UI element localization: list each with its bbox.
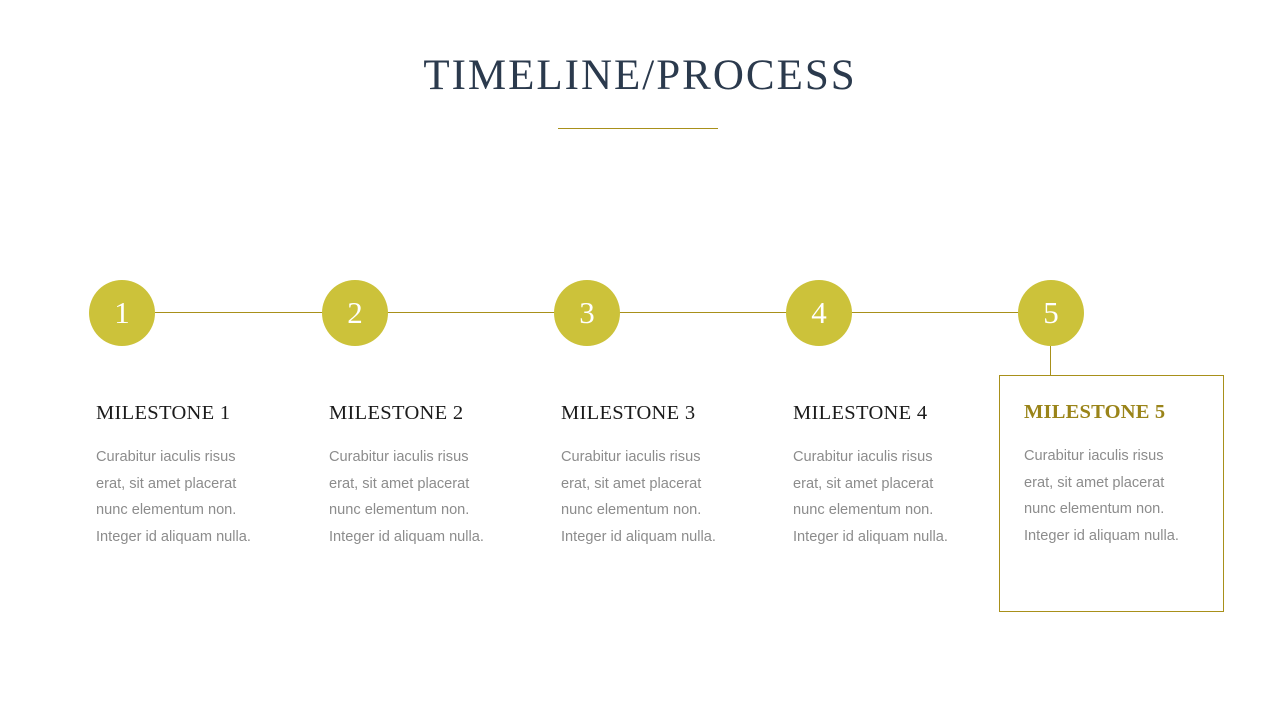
milestone-body-line: Integer id aliquam nulla. [329,529,484,546]
milestone-body-line: Curabitur iaculis risus [1024,448,1164,464]
milestone-body-line: erat, sit amet placerat [561,475,702,492]
milestone-title-1: MILESTONE 1 [96,402,231,424]
milestone-body-line: erat, sit amet placerat [329,475,470,492]
timeline-node-3[interactable]: 3 [554,280,620,346]
milestone-body-2: Curabitur iaculis risus erat, sit amet p… [329,444,544,551]
milestone-column-3[interactable]: MILESTONE 3 Curabitur iaculis risus erat… [561,400,776,551]
milestone-body-line: Integer id aliquam nulla. [1024,528,1179,545]
milestone-body-line: Integer id aliquam nulla. [793,529,948,546]
timeline-node-5[interactable]: 5 [1018,280,1084,346]
milestone-body-line: erat, sit amet placerat [1024,474,1165,491]
milestone-column-5[interactable]: MILESTONE 5 Curabitur iaculis risus erat… [1024,399,1214,550]
milestone-title-4: MILESTONE 4 [793,402,928,424]
milestone-body-line: Integer id aliquam nulla. [561,529,716,546]
title-divider [558,128,718,129]
milestone-body-line: Integer id aliquam nulla. [96,529,251,546]
milestone-title-2: MILESTONE 2 [329,402,464,424]
page-title: TIMELINE/PROCESS [423,52,857,99]
milestone-body-line: erat, sit amet placerat [96,475,237,492]
milestone-column-4[interactable]: MILESTONE 4 Curabitur iaculis risus erat… [793,400,1008,551]
milestone-body-1: Curabitur iaculis risus erat, sit amet p… [96,444,311,551]
title-block: TIMELINE/PROCESS [0,48,1280,104]
milestone-column-1[interactable]: MILESTONE 1 Curabitur iaculis risus erat… [96,400,311,551]
milestone-body-3: Curabitur iaculis risus erat, sit amet p… [561,444,776,551]
milestone-5-highlight-box[interactable] [999,375,1224,612]
milestone-body-line: Curabitur iaculis risus [793,449,933,465]
milestone-body-line: Curabitur iaculis risus [96,449,236,465]
milestone-title-3: MILESTONE 3 [561,402,696,424]
milestone-body-line: nunc elementum non. [793,502,934,519]
milestone-body-line: nunc elementum non. [561,502,702,519]
milestone-title-5: MILESTONE 5 [1024,401,1166,423]
timeline-node-2[interactable]: 2 [322,280,388,346]
node-5-connector-line [1050,346,1051,376]
milestone-body-line: Curabitur iaculis risus [329,449,469,465]
timeline-node-4[interactable]: 4 [786,280,852,346]
milestone-body-line: nunc elementum non. [329,502,470,519]
milestone-body-line: nunc elementum non. [1024,501,1165,518]
milestone-body-4: Curabitur iaculis risus erat, sit amet p… [793,444,1008,551]
milestone-body-5: Curabitur iaculis risus erat, sit amet p… [1024,443,1214,550]
milestone-body-line: nunc elementum non. [96,502,237,519]
milestone-body-line: Curabitur iaculis risus [561,449,701,465]
timeline-node-1[interactable]: 1 [89,280,155,346]
milestone-column-2[interactable]: MILESTONE 2 Curabitur iaculis risus erat… [329,400,544,551]
milestone-body-line: erat, sit amet placerat [793,475,934,492]
